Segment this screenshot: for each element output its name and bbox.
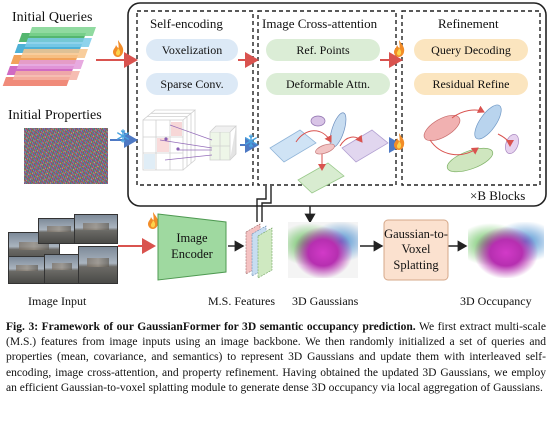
image-input-label: Image Input <box>28 294 87 308</box>
cross-attention-title: Image Cross-attention <box>262 16 378 31</box>
fire-icon <box>113 40 124 57</box>
initial-properties-noise <box>24 128 108 184</box>
refinement-title: Refinement <box>438 16 499 31</box>
splatting-box <box>383 219 449 281</box>
query-decoding-pill: Query Decoding <box>414 39 528 61</box>
refinement-section <box>401 10 541 186</box>
voxelization-pill: Voxelization <box>146 39 238 61</box>
snowflake-icon <box>117 129 129 143</box>
ms-features-label: M.S. Features <box>208 294 275 308</box>
voxel-grid-small <box>209 125 237 161</box>
blocks-label: ×B Blocks <box>470 188 526 203</box>
fire-icon <box>394 133 405 150</box>
gaussians-render <box>288 222 358 278</box>
caption-head: Fig. 3: Framework of our GaussianFormer … <box>6 321 416 333</box>
self-encoding-title: Self-encoding <box>150 16 223 31</box>
framework-figure: Initial Queries Initial Properties Self-… <box>2 2 547 308</box>
occupancy-label: 3D Occupancy <box>460 294 532 308</box>
occupancy-render <box>468 222 544 278</box>
image-encoder-box <box>157 213 227 281</box>
ref-points-pill: Ref. Points <box>266 39 380 61</box>
figure-canvas <box>2 2 547 281</box>
blocks-container <box>127 2 547 207</box>
splatting-label: Gaussian-to-Voxel Splatting <box>384 226 448 272</box>
figure-caption: Fig. 3: Framework of our GaussianFormer … <box>6 320 546 396</box>
camera-image <box>38 218 80 244</box>
snowflake-icon <box>245 134 257 148</box>
deformable-attn-pill: Deformable Attn. <box>266 73 390 95</box>
residual-refine-pill: Residual Refine <box>414 73 528 95</box>
image-encoder-label: Image Encoder <box>171 231 213 261</box>
voxel-grid <box>142 109 197 171</box>
image-input-collage <box>8 214 118 284</box>
camera-image <box>8 256 46 284</box>
caption-body: We first extract multi-scale (M.S.) feat… <box>6 321 547 394</box>
fire-icon <box>394 40 405 57</box>
camera-image <box>44 254 80 284</box>
fire-icon <box>148 212 159 229</box>
cross-attention-illustration <box>269 112 389 194</box>
gaussians-label: 3D Gaussians <box>292 294 359 308</box>
initial-queries-label: Initial Queries <box>12 10 93 25</box>
initial-queries-cubes <box>2 27 96 86</box>
cross-attention-section <box>257 10 397 186</box>
sparse-conv-pill: Sparse Conv. <box>146 73 238 95</box>
initial-properties-label: Initial Properties <box>8 108 102 123</box>
ms-features-stack <box>245 223 273 279</box>
camera-image <box>78 246 118 284</box>
camera-image <box>74 214 118 244</box>
self-encoding-section <box>136 10 254 186</box>
refinement-illustration <box>423 104 519 173</box>
